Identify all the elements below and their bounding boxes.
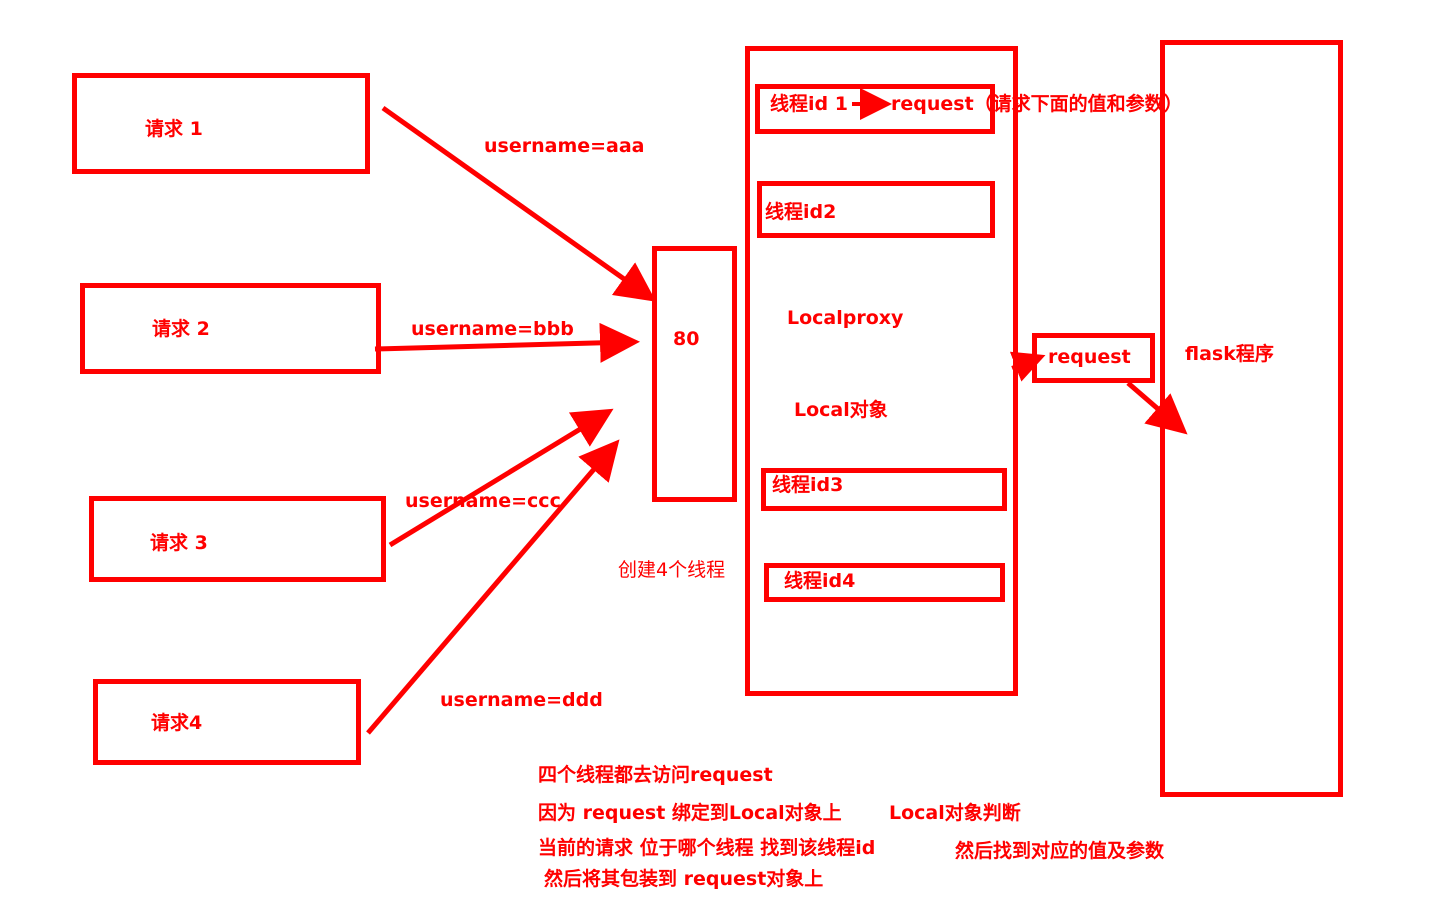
arrow-request2-to-80 — [374, 322, 640, 363]
thread-box-3 — [761, 468, 1007, 511]
request-box-2 — [80, 283, 381, 374]
request-object-label: request — [1048, 346, 1131, 368]
param-label-aaa: username=aaa — [484, 135, 645, 157]
thread-box-2 — [757, 181, 995, 238]
flask-app-label: flask程序 — [1185, 343, 1274, 365]
thread-1-request-label: request（请求下面的值和参数） — [891, 93, 1183, 115]
localproxy-label: Localproxy — [787, 307, 904, 329]
request-2-label: 请求 2 — [152, 318, 210, 340]
note-line-3b: 然后找到对应的值及参数 — [955, 840, 1165, 862]
note-line-1: 四个线程都去访问request — [538, 764, 773, 786]
thread-4-label: 线程id4 — [784, 570, 856, 592]
request-box-4 — [93, 679, 361, 765]
port-80-label: 80 — [673, 328, 700, 350]
note-line-2: 因为 request 绑定到Local对象上 — [538, 802, 842, 824]
request-box-3 — [89, 496, 386, 582]
thread-container — [745, 46, 1018, 696]
arrow-request3-to-80 — [388, 408, 614, 548]
thread-2-label: 线程id2 — [765, 201, 837, 223]
param-label-ddd: username=ddd — [440, 689, 603, 711]
thread-1-label: 线程id 1 — [770, 93, 848, 115]
request-4-label: 请求4 — [151, 712, 203, 734]
request-box-1 — [72, 73, 370, 174]
flask-app-box — [1160, 40, 1343, 797]
note-line-4: 然后将其包装到 request对象上 — [544, 868, 824, 890]
request-3-label: 请求 3 — [150, 532, 208, 554]
thread-3-label: 线程id3 — [772, 474, 844, 496]
request-1-label: 请求 1 — [145, 118, 203, 140]
thread-box-4 — [764, 563, 1005, 602]
create-threads-note: 创建4个线程 — [618, 559, 726, 581]
local-object-label: Local对象 — [794, 399, 888, 421]
note-line-2b: Local对象判断 — [889, 802, 1021, 824]
port-80-box — [652, 246, 737, 502]
request-object-box — [1032, 333, 1155, 383]
thread-box-1 — [755, 84, 995, 134]
param-label-bbb: username=bbb — [411, 318, 574, 340]
note-line-3: 当前的请求 位于哪个线程 找到该线程id — [538, 837, 876, 859]
param-label-ccc: username=ccc — [405, 490, 561, 512]
